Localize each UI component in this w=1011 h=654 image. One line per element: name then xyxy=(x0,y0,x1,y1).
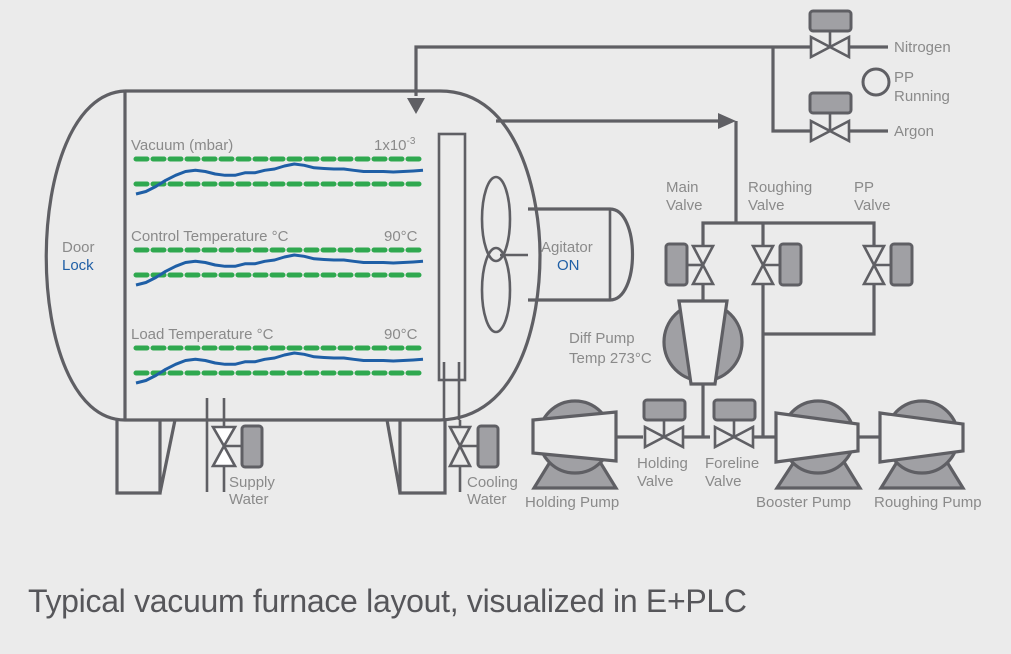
trend-label-load-temp: Load Temperature °C xyxy=(131,326,274,343)
trend-load-temp-line xyxy=(135,351,424,385)
trend-panels: Vacuum (mbar) 1x10-3 Control Temperature… xyxy=(131,136,426,385)
pp-valve-label-2: Valve xyxy=(854,197,890,214)
foreline-valve[interactable] xyxy=(712,398,757,450)
cooling-water-valve[interactable] xyxy=(447,420,500,492)
roughing-valve[interactable] xyxy=(750,242,803,287)
foreline-valve-label-2: Valve xyxy=(705,473,741,490)
agitator-blade-top xyxy=(480,175,512,263)
trend-value-vacuum: 1x10-3 xyxy=(374,136,416,154)
trend-vacuum-line xyxy=(135,162,424,196)
pp-valve[interactable] xyxy=(861,242,914,287)
roughing-pump[interactable] xyxy=(878,399,966,490)
agitator-label: Agitator xyxy=(541,239,593,256)
furnace-vessel xyxy=(44,89,542,422)
diffusion-pump[interactable] xyxy=(662,299,744,437)
booster-pump[interactable] xyxy=(774,399,863,490)
roughing-valve-label-1: Roughing xyxy=(748,179,812,196)
door-label: Door xyxy=(62,239,95,256)
supply-water-label-1: Supply xyxy=(229,474,275,491)
argon-valve[interactable] xyxy=(808,91,853,144)
rear-dome xyxy=(439,89,542,422)
vacuum-line xyxy=(496,113,876,437)
heater-element xyxy=(437,132,467,382)
argon-label: Argon xyxy=(894,123,934,140)
main-valve-label-2: Valve xyxy=(666,197,702,214)
diff-pump-label: Diff Pump xyxy=(569,330,635,347)
cooling-water-label-2: Water xyxy=(467,491,506,508)
gas-backfill-lines xyxy=(407,45,888,133)
pp-valve-label-1: PP xyxy=(854,179,874,196)
gas-inlet-arrow-icon xyxy=(407,98,425,114)
nitrogen-label: Nitrogen xyxy=(894,39,951,56)
trend-control-temp-line xyxy=(135,253,424,287)
vacuum-flow-arrow-icon xyxy=(718,113,736,129)
nitrogen-valve[interactable] xyxy=(808,9,853,60)
booster-pump-label: Booster Pump xyxy=(756,494,851,511)
trend-value-load-temp: 90°C xyxy=(384,326,418,343)
holding-pump-label: Holding Pump xyxy=(525,494,619,511)
pp-running-indicator-icon xyxy=(861,67,891,97)
agitator-blade-bottom xyxy=(480,246,512,334)
main-valve-label-1: Main xyxy=(666,179,699,196)
roughing-pump-label: Roughing Pump xyxy=(874,494,982,511)
furnace-legs xyxy=(115,419,447,495)
supply-water-valve[interactable] xyxy=(205,398,264,492)
door-dome xyxy=(44,89,126,422)
door-status[interactable]: Lock xyxy=(62,257,94,274)
holding-valve-label-1: Holding xyxy=(637,455,688,472)
agitator-status: ON xyxy=(557,257,580,274)
pp-running-label-2: Running xyxy=(894,88,950,105)
holding-valve-label-2: Valve xyxy=(637,473,673,490)
holding-pump[interactable] xyxy=(531,399,619,490)
cooling-water-label-1: Cooling xyxy=(467,474,518,491)
roughing-valve-label-2: Valve xyxy=(748,197,784,214)
agitator[interactable]: Agitator ON xyxy=(480,175,634,334)
caption: Typical vacuum furnace layout, visualize… xyxy=(28,583,747,619)
trend-label-control-temp: Control Temperature °C xyxy=(131,228,289,245)
supply-water-label-2: Water xyxy=(229,491,268,508)
foreline-valve-label-1: Foreline xyxy=(705,455,759,472)
trend-label-vacuum: Vacuum (mbar) xyxy=(131,137,233,154)
trend-value-control-temp: 90°C xyxy=(384,228,418,245)
main-valve[interactable] xyxy=(664,242,716,287)
holding-valve[interactable] xyxy=(642,398,687,450)
diff-pump-temp: Temp 273°C xyxy=(569,350,652,367)
pp-running-label-1: PP xyxy=(894,69,914,86)
